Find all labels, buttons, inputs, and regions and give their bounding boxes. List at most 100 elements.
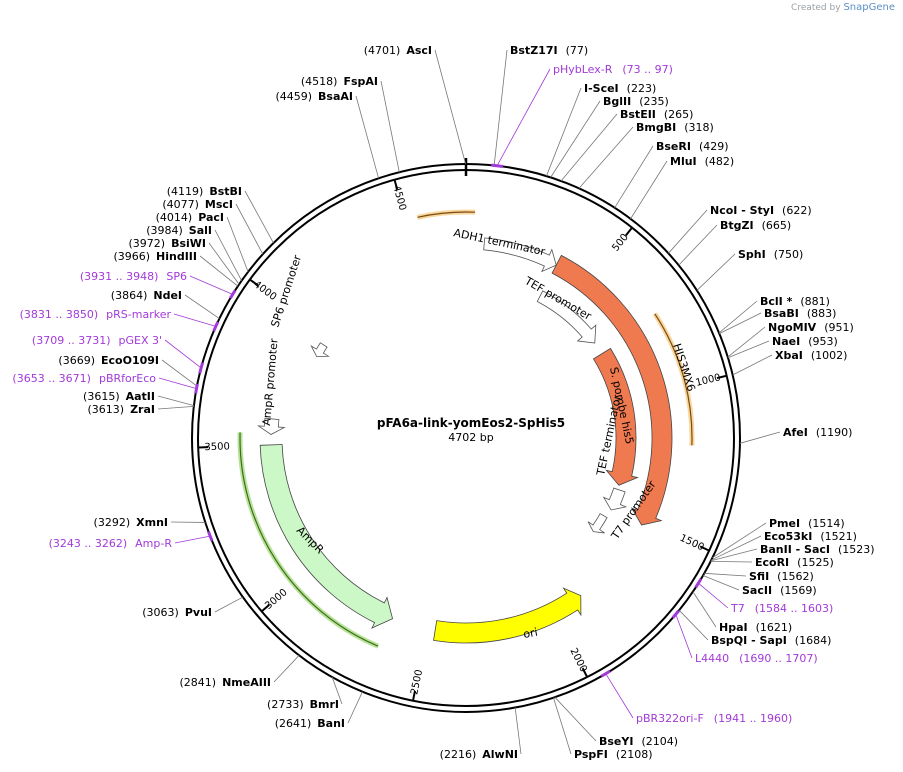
primer-range: (3931 .. 3948): [80, 270, 159, 283]
primer-t7-label: T7(1584 .. 1603): [730, 602, 833, 615]
center-title: pFA6a-link-yomEos2-SpHis5 4702 bp: [377, 416, 565, 444]
site-bstbi-leader: [244, 190, 274, 244]
plasmid-name: pFA6a-link-yomEos2-SpHis5: [377, 416, 565, 430]
site-position: (223): [627, 82, 657, 95]
primer-amp-r-label: (3243 .. 3262)Amp-R: [49, 537, 173, 550]
orange-line-top: [417, 211, 476, 218]
primer-name: L4440: [695, 652, 729, 665]
site-bstz17i-leader: [493, 49, 508, 166]
site-position: (318): [684, 121, 714, 134]
site-position: (3966): [113, 250, 150, 263]
primer-amp-r-mark: [207, 530, 214, 542]
site-position: (953): [808, 335, 838, 348]
primer-pbrforeco-label: (3653 .. 3671)pBRforEco: [12, 372, 156, 385]
site-afei-leader: [739, 431, 781, 444]
tick-mark: [249, 278, 259, 287]
site-position: (4459): [275, 90, 312, 103]
primer-prs-marker-leader: [173, 313, 216, 327]
primer-l4440-leader: [675, 614, 693, 659]
site-msci-label: (4077)MscI: [162, 198, 233, 211]
site-position: (3063): [142, 606, 179, 619]
features-layer: [237, 209, 695, 649]
site-bglii-label: BglII(235): [603, 95, 669, 108]
site-position: (1621): [756, 621, 793, 634]
feature-t7-promoter-arrow: [587, 513, 608, 534]
orange-line-right: [654, 313, 693, 446]
site-eco53ki-label: Eco53kI(1521): [764, 530, 857, 543]
site-position: (2641): [275, 717, 312, 730]
site-hpai-label: HpaI(1621): [719, 621, 792, 634]
site-position: (2733): [267, 698, 304, 711]
site-bsabi-label: BsaBI(883): [764, 307, 836, 320]
site-position: (4077): [162, 198, 199, 211]
primer-sp6-label: (3931 .. 3948)SP6: [80, 270, 187, 283]
site-name: AfeI: [783, 426, 808, 439]
site-hindiii-leader: [199, 255, 239, 287]
site-xmni-label: (3292)XmnI: [94, 516, 168, 529]
site-paci-label: (4014)PacI: [156, 211, 224, 224]
site-bsteii-leader: [560, 113, 618, 182]
site-naei-leader: [727, 340, 770, 359]
feature-adh1-terminator-label: ADH1 terminator: [452, 226, 546, 258]
site-name: I-SceI: [584, 82, 619, 95]
site-position: (265): [664, 108, 694, 121]
site-position: (3984): [146, 224, 183, 237]
tick-mark: [581, 667, 589, 678]
site-ncoi-styi-label: NcoI - StyI(622): [710, 204, 812, 217]
site-bsiwi-label: (3972)BsiWI: [128, 237, 206, 250]
site-sfii-label: SfiI(1562): [749, 570, 814, 583]
primer-range: (3831 .. 3850): [20, 308, 99, 321]
site-hindiii-label: (3966) HindIII: [113, 250, 197, 263]
primer-phyblex-r-mark: [491, 163, 504, 168]
site-name: PacI: [198, 211, 224, 224]
site-bmgbi-leader: [578, 126, 634, 189]
site-name: AatII: [126, 390, 155, 403]
site-pmei-leader: [712, 522, 767, 559]
site-name: HindIII: [156, 250, 197, 263]
site-sphi-leader: [696, 253, 736, 291]
site-bseri-leader: [614, 145, 654, 209]
label-lines-layer: [157, 49, 781, 755]
site-name: NdeI: [153, 289, 182, 302]
site-position: (2216): [440, 748, 477, 761]
site-bani-leader: [347, 691, 363, 724]
site-bcli-leader: [718, 300, 758, 334]
site-name: NcoI - StyI: [710, 204, 774, 217]
primer-pbr322ori-f-label: pBR322ori-F(1941 .. 1960): [636, 712, 792, 725]
site-bcli-label: BclI *(881): [760, 295, 830, 308]
site-name: SphI: [738, 248, 766, 261]
site-bseyi-label: BseYI(2104): [599, 735, 678, 748]
site-bsabi-leader: [719, 312, 762, 334]
primer-prs-marker-mark: [212, 321, 220, 332]
site-sacii-leader: [702, 575, 740, 591]
site-bsaai-label: (4459)BsaAI: [275, 90, 353, 103]
tick-label: 3000: [263, 587, 290, 612]
primer-phyblex-r-label: pHybLex-R(73 .. 97): [553, 63, 673, 76]
site-naei-label: NaeI(953): [772, 335, 838, 348]
site-position: (2108): [616, 748, 653, 761]
feature-his3mx6-label: HIS3MX6: [670, 342, 698, 393]
feature-ampr-promoter-label: AmpR promoter: [260, 338, 281, 427]
site-position: (482): [705, 155, 735, 168]
feature-ampr-promoter-arrow: [256, 417, 286, 435]
site-name: MluI: [670, 155, 697, 168]
tick-label: 1000: [695, 372, 722, 389]
site-ndei-label: (3864)NdeI: [111, 289, 182, 302]
site-position: (1569): [780, 584, 817, 597]
site-aatii-label: (3615)AatII: [83, 390, 155, 403]
site-pvui-leader: [214, 596, 244, 613]
site-hpai-leader: [692, 591, 717, 628]
primer-range: (3243 .. 3262): [49, 537, 128, 550]
tick-mark: [625, 227, 633, 237]
site-position: (665): [762, 219, 792, 232]
site-sacii-label: SacII(1569): [742, 584, 817, 597]
tick-mark: [260, 604, 270, 613]
site-name: BstEII: [620, 108, 656, 121]
primer-range: (3653 .. 3671): [12, 372, 91, 385]
site-name: BspQI - SapI: [711, 634, 787, 647]
snapgene-credit: Created by SnapGene: [791, 2, 895, 13]
site-ecori-label: EcoRI(1525): [755, 556, 834, 569]
primer-phyblex-r-leader: [496, 68, 551, 166]
